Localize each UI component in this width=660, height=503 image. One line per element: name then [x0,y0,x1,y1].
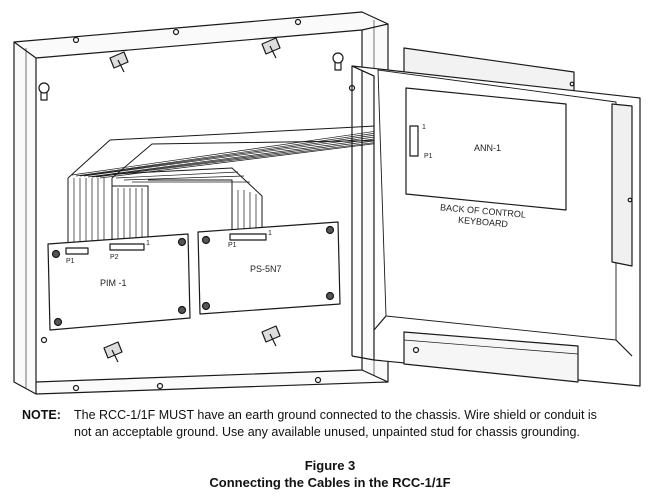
control-keyboard-door [351,47,641,387]
ps-p1-connector [229,233,267,241]
diagram-drawing [13,11,641,395]
figure-number: Figure 3 [304,458,356,473]
note-line-1: NOTE: The RCC-1/1F MUST have an earth gro… [22,407,652,424]
ps-pin1-label: 1 [268,230,272,237]
ps-5n7-board [197,221,341,315]
ann-p1-connector [409,125,419,157]
pim-p1-connector [65,247,89,255]
pim-p2-connector [109,243,145,251]
stud-bottom-left [103,341,123,363]
enclosure-box [13,11,389,395]
note-text-2: not an acceptable ground. Use any availa… [74,425,580,439]
pim-1-label: PIM -1 [100,278,127,288]
stud-bottom-right [261,325,281,347]
stud-top-left [109,51,129,73]
pim-1-board [47,233,191,331]
ann-1-board [405,87,567,211]
keyhole-right [332,52,344,71]
stud-top-right [261,37,281,59]
keyhole-left [38,82,50,101]
pim-pin1-label: 1 [146,240,150,247]
ann-p1-label: P1 [424,153,433,160]
pim-p2-label: P2 [110,254,119,261]
pim-p1-label: P1 [66,258,75,265]
grounding-note: NOTE: The RCC-1/1F MUST have an earth gro… [22,407,652,441]
note-label: NOTE: [22,408,61,422]
ann-1-label: ANN-1 [474,143,502,153]
ann-pin1-label: 1 [422,124,426,131]
ps-5n7-label: PS-5N7 [250,264,282,274]
ps-p1-label: P1 [228,242,237,249]
wiring-diagram: ANN-1 1 P1 BACK OF CONTROL KEYBOARD P1 P… [13,11,641,395]
figure-title: Connecting the Cables in the RCC-1/1F [209,475,451,490]
note-text-1: The RCC-1/1F MUST have an earth ground c… [74,408,597,422]
